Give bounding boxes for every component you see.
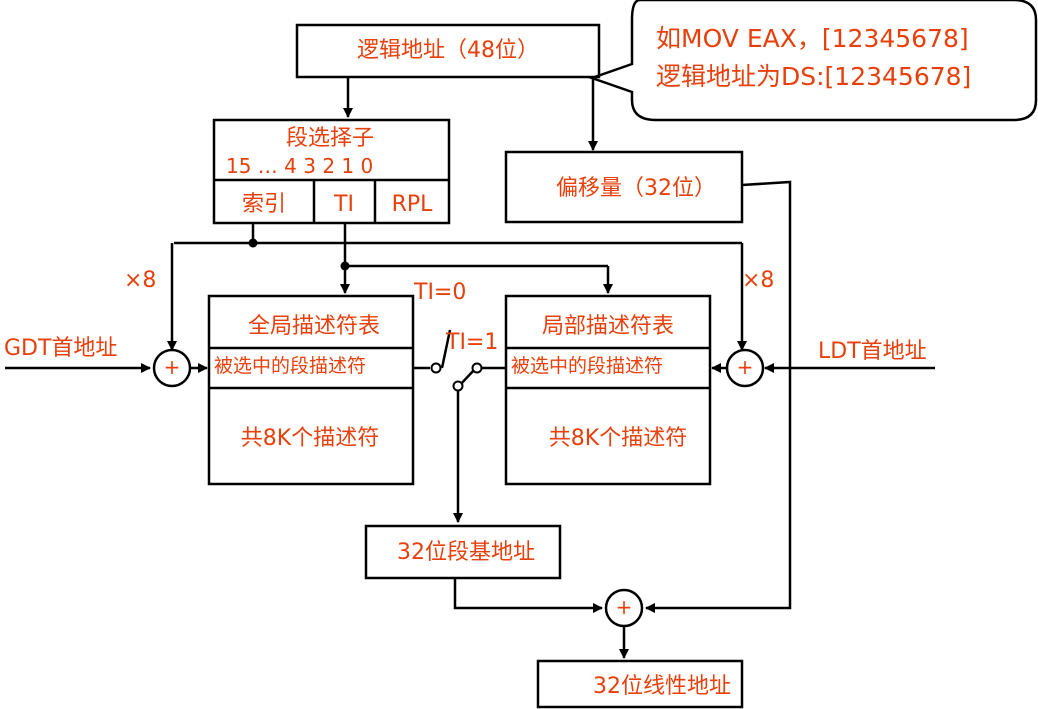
offset-label: 偏移量（32位） [556, 176, 716, 201]
ldt-table-box [504, 294, 712, 486]
ldt-title: 局部描述符表 [541, 314, 675, 339]
final-adder-plus: + [615, 595, 633, 619]
ti1-label: TI=1 [446, 330, 499, 355]
ldt-base-label: LDT首地址 [818, 339, 927, 364]
ldt-selected: 被选中的段描述符 [511, 355, 664, 377]
ldt-count: 共8K个描述符 [548, 426, 688, 451]
selector-index: 索引 [241, 192, 287, 217]
selector-title: 段选择子 [285, 126, 375, 151]
gdt-base-label: GDT首地址 [4, 336, 118, 361]
offset-box [504, 150, 744, 224]
gdt-title: 全局描述符表 [247, 314, 381, 339]
times8-right: ×8 [742, 268, 775, 293]
selector-ti: TI [334, 192, 354, 217]
segment-base-label: 32位段基地址 [397, 540, 535, 565]
times8-left: ×8 [124, 268, 157, 293]
logical-address-box [295, 23, 601, 79]
gdt-selected: 被选中的段描述符 [214, 355, 367, 377]
selector-rpl: RPL [391, 192, 433, 217]
gdt-table-box [207, 294, 415, 486]
segment-base-box [364, 524, 562, 580]
gdt-adder-plus: + [163, 355, 181, 379]
ti0-label: TI=0 [414, 280, 467, 305]
logical-address-label: 逻辑地址（48位） [357, 38, 539, 63]
linear-address-label: 32位线性地址 [593, 674, 731, 699]
selector-bits: 15 … 4 3 2 1 0 [226, 154, 374, 178]
linear-address-box [536, 659, 744, 709]
callout-bubble [588, 0, 1038, 122]
callout-line2: 逻辑地址为DS:[12345678] [656, 62, 972, 91]
ldt-adder-plus: + [736, 355, 754, 379]
selector-box [212, 118, 451, 225]
callout-line1: 如MOV EAX，[12345678] [656, 24, 969, 53]
gdt-count: 共8K个描述符 [240, 426, 380, 451]
